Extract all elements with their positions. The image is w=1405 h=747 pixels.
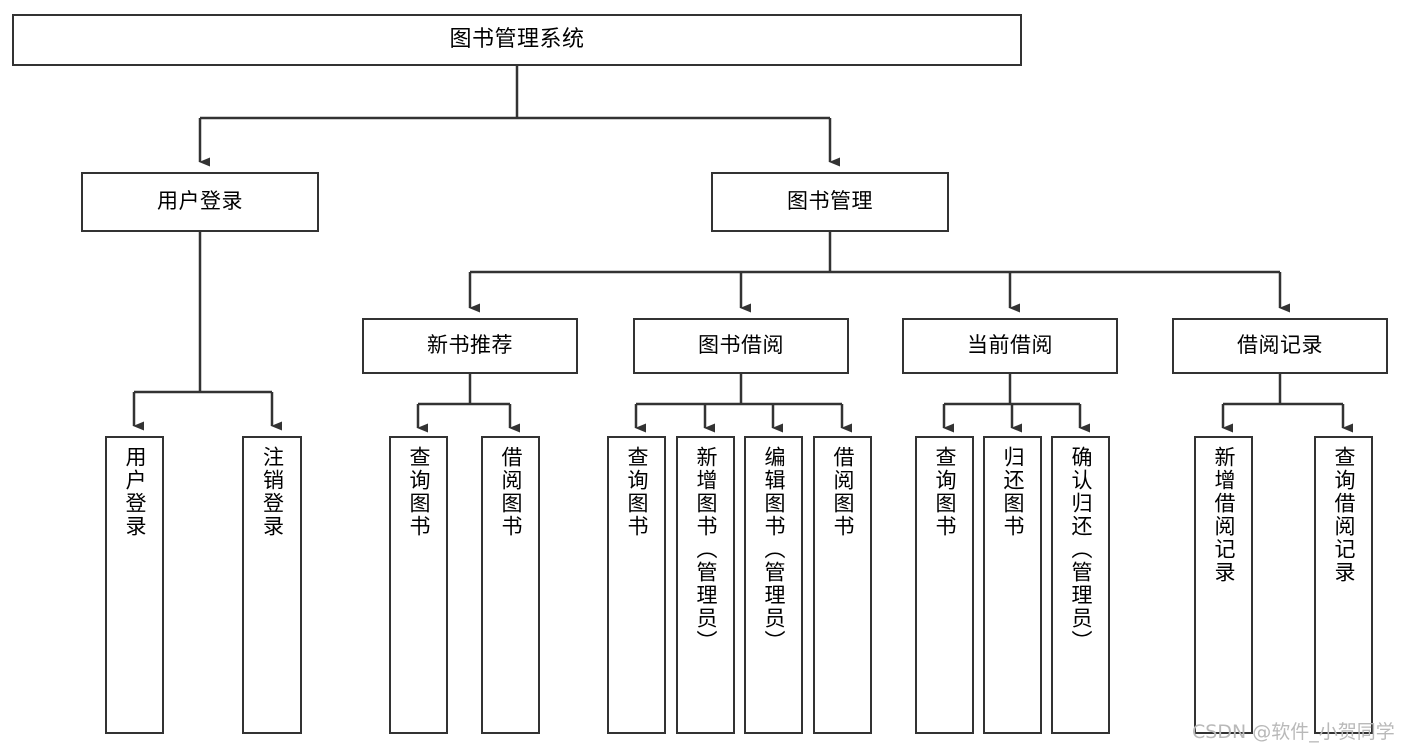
node-label: 图书借阅	[698, 333, 784, 358]
node-label: 借阅图书	[831, 446, 855, 538]
node-label: 确认归还（管理员）	[1069, 446, 1093, 653]
leaf-node-query-borrow-record[interactable]: 查询借阅记录	[1314, 436, 1373, 734]
csdn-watermark: CSDN @软件_小贺同学	[1192, 721, 1395, 743]
leaf-node-logout[interactable]: 注销登录	[242, 436, 302, 734]
node-label: 图书管理系统	[449, 26, 585, 52]
node-label: 新增图书（管理员）	[694, 446, 718, 653]
node-new-book-recommend[interactable]: 新书推荐	[362, 318, 578, 374]
leaf-node-add-borrow-record[interactable]: 新增借阅记录	[1194, 436, 1253, 734]
node-label: 查询图书	[625, 446, 649, 538]
node-label: 查询借阅记录	[1332, 446, 1356, 584]
node-label: 查询图书	[407, 446, 431, 538]
node-label: 新书推荐	[427, 333, 513, 358]
node-book-management[interactable]: 图书管理	[711, 172, 949, 232]
node-borrow-record[interactable]: 借阅记录	[1172, 318, 1388, 374]
node-label: 借阅记录	[1237, 333, 1323, 358]
leaf-node-return-book[interactable]: 归还图书	[983, 436, 1042, 734]
node-label: 当前借阅	[967, 333, 1053, 358]
node-label: 借阅图书	[499, 446, 523, 538]
leaf-node-query-book-rec[interactable]: 查询图书	[389, 436, 448, 734]
node-root-system[interactable]: 图书管理系统	[12, 14, 1022, 66]
leaf-node-user-login[interactable]: 用户登录	[105, 436, 164, 734]
node-label: 新增借阅记录	[1212, 446, 1236, 584]
node-label: 用户登录	[157, 189, 243, 214]
node-user-login[interactable]: 用户登录	[81, 172, 319, 232]
leaf-node-query-book-current[interactable]: 查询图书	[915, 436, 974, 734]
leaf-node-borrow-book[interactable]: 借阅图书	[813, 436, 872, 734]
node-label: 查询图书	[933, 446, 957, 538]
node-book-borrow[interactable]: 图书借阅	[633, 318, 849, 374]
leaf-node-confirm-return-admin[interactable]: 确认归还（管理员）	[1051, 436, 1110, 734]
leaf-node-edit-book-admin[interactable]: 编辑图书（管理员）	[744, 436, 803, 734]
node-label: 图书管理	[787, 189, 873, 214]
leaf-node-query-book-borrow[interactable]: 查询图书	[607, 436, 666, 734]
node-label: 用户登录	[123, 446, 147, 538]
node-label: 编辑图书（管理员）	[762, 446, 786, 653]
leaf-node-add-book-admin[interactable]: 新增图书（管理员）	[676, 436, 735, 734]
leaf-node-borrow-book-rec[interactable]: 借阅图书	[481, 436, 540, 734]
node-current-borrow[interactable]: 当前借阅	[902, 318, 1118, 374]
node-label: 注销登录	[260, 446, 285, 538]
node-label: 归还图书	[1001, 446, 1025, 538]
